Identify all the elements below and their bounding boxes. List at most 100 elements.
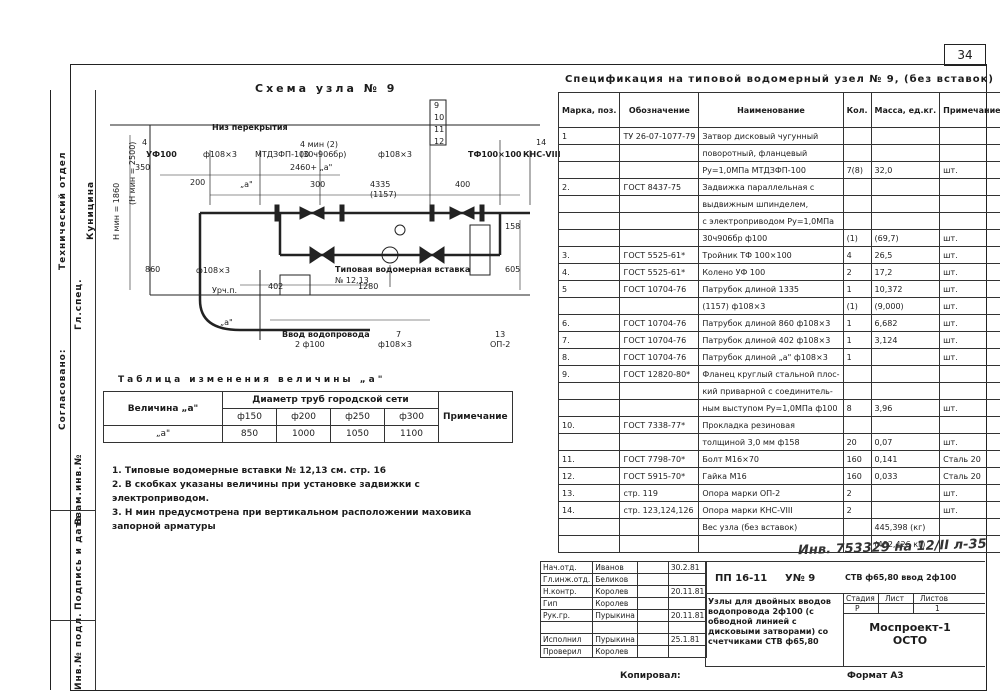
spec-cell: ГОСТ 5525-61*: [619, 263, 700, 281]
dim-605: 605: [505, 265, 521, 274]
spec-cell: Гайка М16: [698, 467, 844, 485]
niz-perekrytiya: Низ перекрытия: [212, 123, 288, 132]
dim-1157: (1157): [370, 190, 397, 199]
stamp-cell: Нач.отд.: [539, 561, 594, 574]
spec-row: поворотный, фланцевый: [557, 144, 1000, 162]
spec-cell: поворотный, фланцевый: [698, 144, 844, 162]
stamp-cell: [667, 597, 708, 610]
stamp-cell: 20.11.81: [667, 585, 708, 598]
stamp-cell: Гл.инж.отд.: [539, 573, 594, 586]
spec-cell: [939, 518, 1000, 536]
spec-cell: [870, 144, 941, 162]
spec-row: 30ч906бр ф100(1)(69,7)шт.: [557, 229, 1000, 247]
spec-cell: 1: [842, 348, 872, 366]
spec-cell: 4.: [557, 263, 621, 281]
spec-cell: 10.: [557, 416, 621, 434]
stage-header: Стадия: [846, 594, 875, 603]
spec-cell: 4: [842, 246, 872, 264]
signature-cell: [636, 633, 669, 646]
support-kns: [469, 224, 491, 276]
n-min-2500: (Н мин = 2500): [128, 141, 137, 205]
sheets-header: Листов: [920, 594, 949, 603]
spec-cell: стр. 119: [619, 484, 700, 502]
col-header: Наименование: [698, 92, 844, 128]
gauge: [394, 224, 406, 236]
spec-cell: [842, 178, 872, 196]
spec-cell: шт.: [939, 297, 1000, 315]
spec-cell: 0,033: [870, 467, 941, 485]
valve: [419, 246, 433, 264]
vvod-size: 2 ф100: [295, 340, 325, 349]
flange: [429, 204, 435, 222]
spec-cell: 1: [842, 314, 872, 332]
spec-row: (482,426 кг): [557, 535, 1000, 553]
dim-a: „a": [240, 180, 253, 189]
spec-cell: [842, 416, 872, 434]
op2-label: ОП-2: [490, 340, 511, 349]
stamp-cell: [667, 645, 708, 658]
spec-cell: 0,141: [870, 450, 941, 468]
spec-cell: 6,682: [870, 314, 941, 332]
spec-cell: Патрубок длиной „a" ф108×3: [698, 348, 844, 366]
spec-cell: [619, 144, 700, 162]
pos-7-size: ф108×3: [378, 340, 412, 349]
inlet-pipe: [198, 299, 370, 332]
spec-cell: [842, 365, 872, 383]
spec-cell: 14.: [557, 501, 621, 519]
spec-cell: шт.: [939, 229, 1000, 247]
spec-cell: [842, 127, 872, 145]
spec-cell: Затвор дисковый чугунный: [698, 127, 844, 145]
spec-row: с электроприводом Ру=1,0МПа: [557, 212, 1000, 230]
spec-cell: 5: [557, 280, 621, 298]
org-name: Моспроект-1 ОСТО: [869, 621, 951, 647]
vvod-label: Ввод водопровода: [282, 330, 370, 339]
water-meter: [381, 246, 399, 264]
spec-cell: 6.: [557, 314, 621, 332]
title-block: ПП 16-11 У№ 9 СТВ ф65,80 ввод 2ф100 Узлы…: [620, 561, 985, 689]
spec-cell: [619, 535, 700, 553]
spec-cell: 9.: [557, 365, 621, 383]
col-header: Кол.: [842, 92, 872, 128]
spec-cell: (1): [842, 229, 872, 247]
spec-cell: [619, 195, 700, 213]
spec-cell: Болт М16×70: [698, 450, 844, 468]
ctb-label: СТВ ф65,80 ввод 2ф100: [845, 573, 957, 582]
vzam-label: Взам.инв.№: [74, 453, 84, 525]
spec-cell: [870, 127, 941, 145]
flange: [274, 204, 280, 222]
dim-860: 860: [145, 265, 161, 274]
spec-cell: 7(8): [842, 161, 872, 179]
node-schematic: [110, 99, 540, 340]
stamp-cell: 30.2.81: [667, 561, 708, 574]
valve: [310, 206, 325, 220]
spec-cell: [939, 382, 1000, 400]
stamp-cell: Беликов: [592, 573, 638, 586]
stamp-row: [539, 621, 708, 634]
valve: [449, 206, 464, 220]
spec-cell: 2: [842, 484, 872, 502]
node-number: У№ 9: [785, 573, 816, 584]
spec-cell: 30ч906бр ф100: [698, 229, 844, 247]
spec-cell: толщиной 3,0 мм ф158: [698, 433, 844, 451]
spec-cell: [619, 161, 700, 179]
spec-cell: шт.: [939, 263, 1000, 281]
spec-cell: 10,372: [870, 280, 941, 298]
spec-cell: [939, 195, 1000, 213]
notes-block: 1. Типовые водомерные вставки № 12,13 см…: [112, 464, 502, 534]
side-divider: [95, 90, 96, 690]
spec-cell: 445,398 (кг): [870, 518, 941, 536]
dim-350: 350: [135, 163, 151, 172]
gl-spec-label: Гл.спец.: [74, 278, 84, 331]
insert-label: Типовая водомерная вставка: [335, 265, 471, 274]
stamp-cell: Рук.гр.: [539, 609, 594, 622]
pos-14: 14: [536, 138, 547, 147]
spec-cell: [557, 229, 621, 247]
stamp-cell: Королев: [592, 645, 638, 658]
spec-cell: шт.: [939, 331, 1000, 349]
spec-cell: [870, 382, 941, 400]
spec-cell: [939, 416, 1000, 434]
